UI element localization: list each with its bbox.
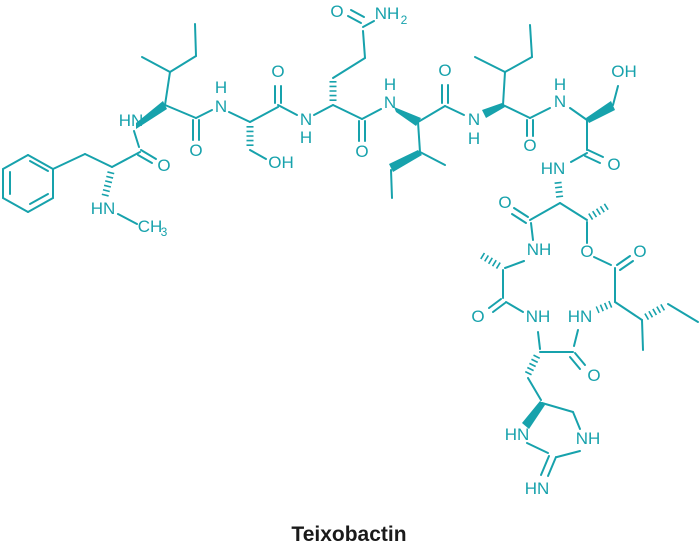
label-amide5-n: N [468, 110, 480, 129]
label-amide4-h: H [384, 75, 396, 94]
label-nmethyl-ch: CH [138, 217, 163, 236]
label-amide4-n: N [384, 93, 396, 112]
label-phe-carbonyl-o: O [157, 156, 170, 175]
label-ser7-carbonyl-o: O [607, 155, 620, 174]
compound-title: Teixobactin [291, 523, 406, 546]
label-amide7-hn: HN [541, 159, 566, 178]
label-amide2-h: H [215, 78, 227, 97]
bold-wedges [136, 101, 615, 429]
label-amide9-nh: NH [526, 307, 551, 326]
label-nmethyl-hn: HN [91, 199, 116, 218]
label-end-carbonyl-o: O [587, 366, 600, 385]
label-ester-o: O [580, 242, 593, 261]
label-nmethyl-sub3: 3 [161, 225, 168, 239]
label-ser7-oh: OH [611, 62, 637, 81]
label-ile6-carbonyl-o: O [523, 136, 536, 155]
label-amide8-nh: NH [527, 240, 552, 259]
label-ring-hn-left: HN [505, 425, 530, 444]
label-amide3-n: N [300, 110, 312, 129]
label-gln-amide-nh: NH [375, 4, 400, 23]
label-gln-carbonyl-o: O [355, 142, 368, 161]
label-amide6-n: N [554, 92, 566, 111]
label-amide1-hn: HN [119, 111, 144, 130]
label-amide3-h: H [300, 128, 312, 147]
label-imine-hn: HN [525, 479, 550, 498]
phenyl-ring [2, 154, 54, 213]
label-ile5-carbonyl-o: O [438, 61, 451, 80]
label-thr-carbonyl-o: O [498, 193, 511, 212]
label-gln-amide-sub2: 2 [401, 13, 408, 27]
double-bonds [137, 9, 634, 477]
label-amide10-hn: HN [568, 307, 593, 326]
label-amide2-n: N [215, 97, 227, 116]
label-amide6-h: H [554, 75, 566, 94]
label-ring-nh-right: NH [576, 429, 601, 448]
atom-labels: HN CH 3 O HN O H N OH O N H O NH 2 O H N… [91, 2, 647, 498]
label-ser3-oh: OH [268, 153, 294, 172]
hashed-wedges [101, 80, 667, 376]
label-gln-amide-o: O [330, 2, 343, 21]
label-ile2-carbonyl-o: O [189, 141, 202, 160]
label-lactone-carbonyl-o: O [633, 242, 646, 261]
label-amide5-h: H [468, 129, 480, 148]
label-ala-carbonyl-o: O [471, 307, 484, 326]
label-ser3-carbonyl-o: O [271, 62, 284, 81]
single-bonds [52, 20, 699, 458]
